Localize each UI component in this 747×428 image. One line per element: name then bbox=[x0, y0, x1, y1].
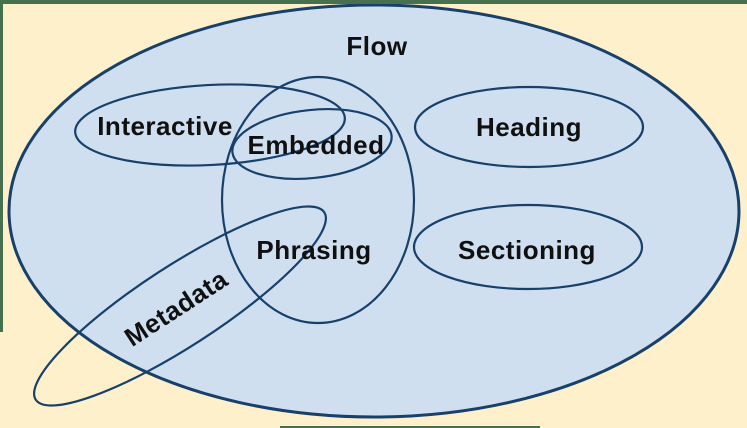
heading-label: Heading bbox=[475, 112, 583, 142]
flow-ellipse bbox=[7, 3, 741, 419]
interactive-ellipse bbox=[74, 83, 346, 167]
frame-border-left bbox=[0, 0, 3, 332]
heading-ellipse bbox=[413, 85, 645, 169]
interactive-label: Interactive bbox=[97, 111, 233, 141]
sectioning-label: Sectioning bbox=[458, 235, 596, 265]
embedded-ellipse bbox=[231, 108, 393, 180]
frame-border-top bbox=[0, 0, 747, 4]
metadata-ellipse bbox=[33, 205, 327, 407]
phrasing-ellipse bbox=[220, 75, 416, 325]
frame-border-bottom bbox=[280, 426, 540, 428]
flow-label: Flow bbox=[346, 31, 408, 61]
sectioning-ellipse bbox=[412, 203, 644, 291]
embedded-label: Embedded bbox=[247, 130, 385, 160]
phrasing-label: Phrasing bbox=[256, 235, 372, 265]
